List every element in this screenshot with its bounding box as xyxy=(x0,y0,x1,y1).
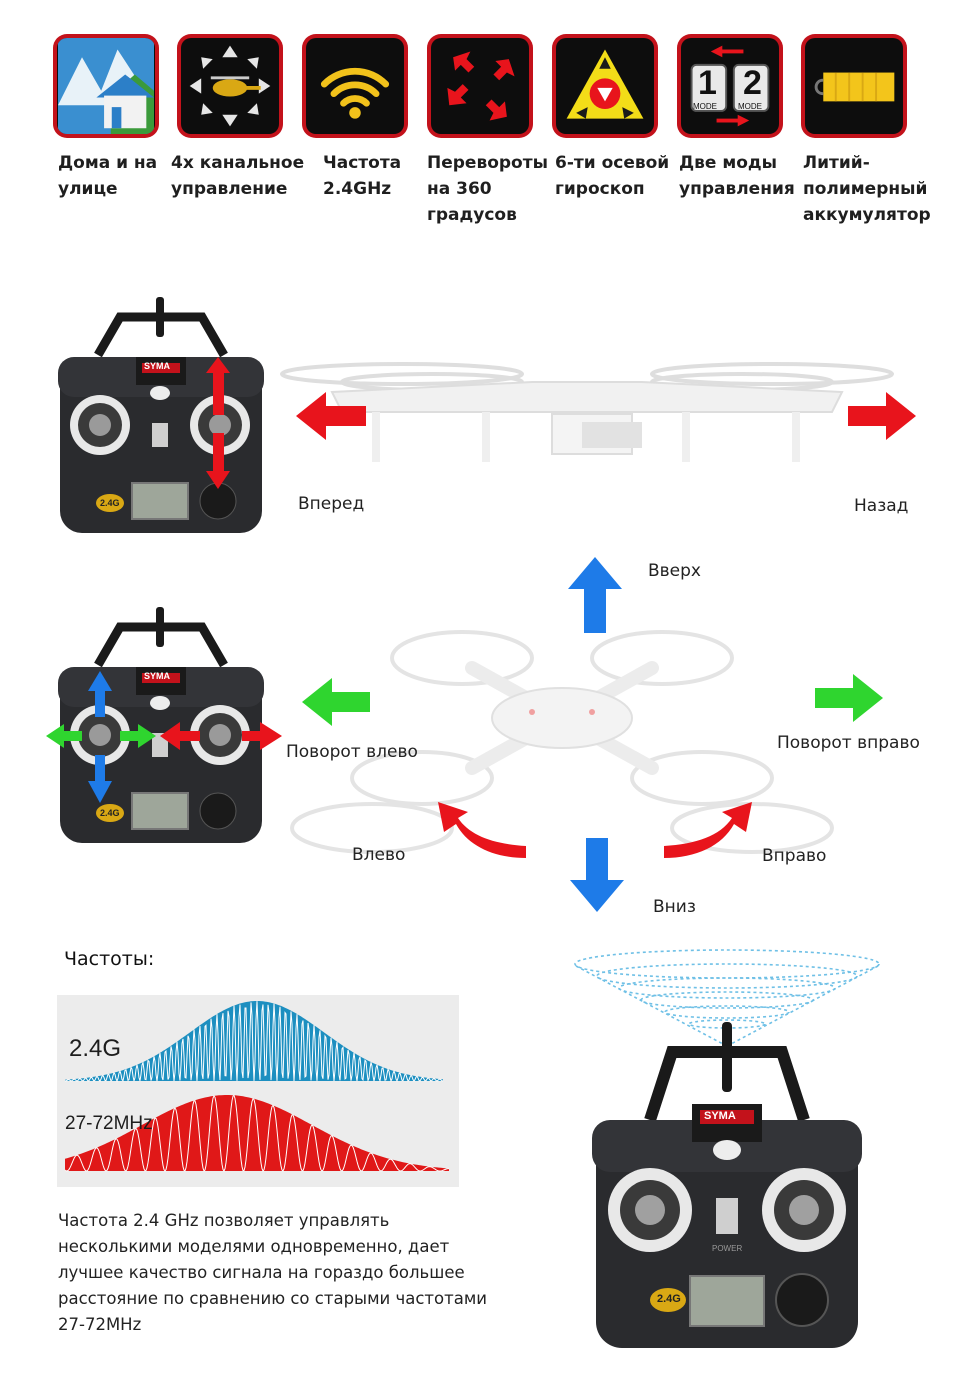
forward-label: Вперед xyxy=(298,494,365,514)
remote-band-label: 2.4G xyxy=(657,1293,681,1305)
remote-brand-label: SYMA xyxy=(704,1110,736,1122)
frequency-description: Частота 2.4 GHz позволяет управлять неск… xyxy=(58,1211,488,1334)
remote-band-label: 2.4G xyxy=(100,808,120,818)
drone-top-view-image xyxy=(282,618,842,878)
band-27-72mhz-label: 27-72MHz xyxy=(65,1113,153,1134)
turn-left-label: Поворот влево xyxy=(286,742,418,762)
rotate-arrows-icon xyxy=(427,34,533,138)
frequency-title: Частоты: xyxy=(64,948,155,970)
left-label: Влево xyxy=(352,845,406,865)
turn-right-label: Поворот вправо xyxy=(777,733,920,753)
four-channel-arrows-icon xyxy=(177,34,283,138)
backward-label: Назад xyxy=(854,496,909,516)
mode-switch-icon: 1 2 MODE MODE xyxy=(677,34,783,138)
feature-label-two-modes: Две моды управления xyxy=(679,153,795,199)
right-curved-arrow-icon xyxy=(664,802,756,862)
remote-brand-label: SYMA xyxy=(144,361,171,371)
remote-controller-directions: SYMA 2.4G xyxy=(42,605,284,845)
turn-left-arrow-icon xyxy=(302,678,370,726)
down-arrow-icon xyxy=(570,838,624,912)
remote-brand-label: SYMA xyxy=(144,671,171,681)
house-mountains-icon xyxy=(53,34,159,138)
gyroscope-triangle-icon xyxy=(552,34,658,138)
feature-label-frequency: Частота 2.4GHz xyxy=(323,153,402,199)
feature-label-gyroscope: 6-ти осевой гироскоп xyxy=(555,153,670,199)
signal-cone-icon xyxy=(568,948,886,1048)
right-label: Вправо xyxy=(762,846,827,866)
remote-controller-forward: SYMA 2.4G xyxy=(58,295,264,535)
backward-arrow-icon xyxy=(848,392,916,440)
remote-power-label: POWER xyxy=(712,1244,743,1253)
feature-label-four-channel: 4х канальное управление xyxy=(171,153,305,199)
wave-27-72mhz-graphic xyxy=(64,1094,449,1173)
feature-label-indoor-outdoor: Дома и на улице xyxy=(58,153,158,199)
left-curved-arrow-icon xyxy=(434,802,526,862)
turn-right-arrow-icon xyxy=(815,674,883,722)
remote-controller-large: SYMA POWER 2.4G xyxy=(592,1020,862,1350)
feature-label-battery: Литий-полимерный аккумулятор xyxy=(803,153,931,225)
forward-arrow-icon xyxy=(296,392,366,440)
wave-2-4g-graphic xyxy=(65,1001,444,1083)
up-label: Вверх xyxy=(648,561,701,581)
down-label: Вниз xyxy=(653,897,696,917)
wifi-signal-icon xyxy=(302,34,408,138)
mode-2-number: 2 xyxy=(743,64,762,102)
frequency-wave-panel: 2.4G 27-72MHz xyxy=(57,995,459,1187)
band-2-4g-label: 2.4G xyxy=(69,1035,122,1062)
battery-icon xyxy=(801,34,907,138)
mode-1-number: 1 xyxy=(698,64,717,102)
mode-1-text: MODE xyxy=(693,102,717,111)
mode-2-text: MODE xyxy=(738,102,762,111)
up-arrow-icon xyxy=(568,557,622,633)
remote-band-label: 2.4G xyxy=(100,498,120,508)
feature-label-flips: Перевороты на 360 градусов xyxy=(427,153,548,225)
drone-side-view-image xyxy=(272,352,902,472)
